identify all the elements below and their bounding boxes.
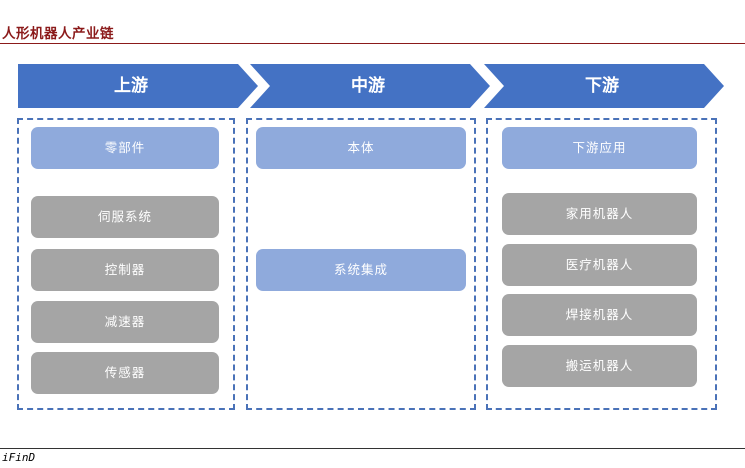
panel-midstream: 本体 系统集成: [246, 118, 476, 410]
stage-arrows: [18, 64, 724, 108]
panel-downstream: 下游应用 家用机器人 医疗机器人 焊接机器人 搬运机器人: [486, 118, 717, 410]
downstream-header-box: 下游应用: [502, 127, 697, 169]
upstream-item-servo: 伺服系统: [31, 196, 219, 238]
downstream-item-household: 家用机器人: [502, 193, 697, 235]
stage-label-downstream: 下游: [585, 76, 619, 96]
title-underline: [0, 43, 745, 44]
upstream-item-sensor: 传感器: [31, 352, 219, 394]
upstream-item-controller: 控制器: [31, 249, 219, 291]
stage-label-midstream: 中游: [351, 76, 385, 96]
downstream-item-welding: 焊接机器人: [502, 294, 697, 336]
downstream-item-medical: 医疗机器人: [502, 244, 697, 286]
midstream-item-integration: 系统集成: [256, 249, 466, 291]
chart-title: 人形机器人产业链: [2, 26, 114, 42]
downstream-item-handling: 搬运机器人: [502, 345, 697, 387]
source-label: iFinD: [2, 451, 36, 464]
arrow-upstream: [18, 64, 258, 108]
footer-rule: [0, 448, 745, 449]
arrow-midstream: [250, 64, 490, 108]
arrow-downstream: [484, 64, 724, 108]
upstream-item-reducer: 减速器: [31, 301, 219, 343]
panel-upstream: 零部件 伺服系统 控制器 减速器 传感器: [17, 118, 235, 410]
upstream-header-box: 零部件: [31, 127, 219, 169]
stage-label-upstream: 上游: [114, 76, 148, 96]
midstream-header-box: 本体: [256, 127, 466, 169]
